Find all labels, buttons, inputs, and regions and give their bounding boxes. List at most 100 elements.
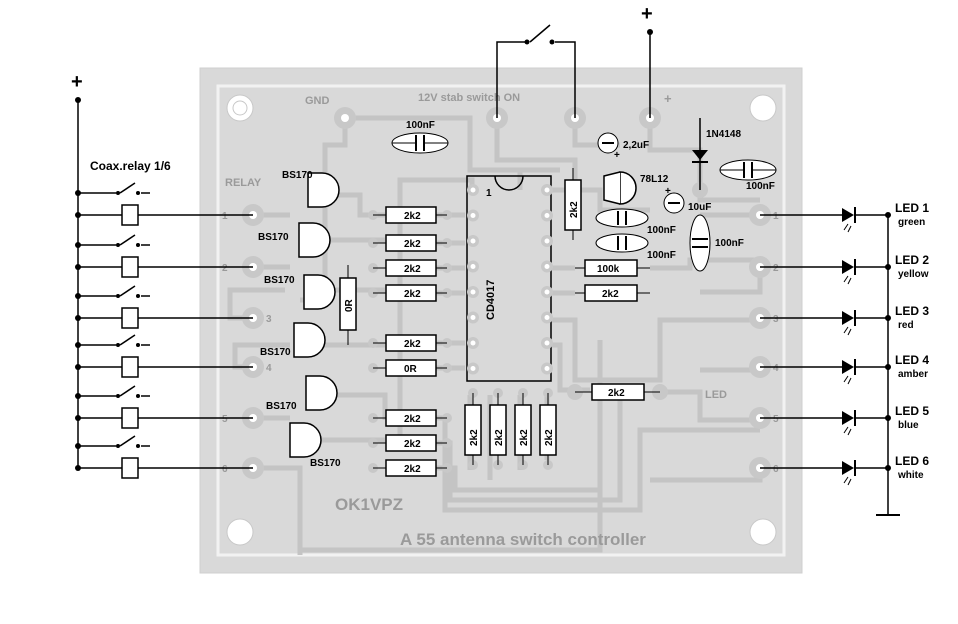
svg-text:1: 1 <box>773 211 779 222</box>
bottom-resistor: 2k2 <box>514 388 532 470</box>
led-diode <box>842 260 854 274</box>
svg-text:+: + <box>614 150 620 161</box>
gate-resistor-label: 2k2 <box>404 414 421 425</box>
c-mid2-label: 100nF <box>647 250 676 261</box>
transistor-bs170: BS170 <box>258 222 331 258</box>
led-diode <box>842 311 854 325</box>
svg-text:5: 5 <box>222 414 228 425</box>
ic-pins <box>467 184 553 375</box>
transistor-bs170: BS170 <box>264 274 336 310</box>
led-diode <box>842 208 854 222</box>
relay-coil <box>121 204 139 226</box>
c-top-label: 100nF <box>406 120 435 131</box>
gate-resistor-label: 2k2 <box>404 211 421 222</box>
ic-pin1-label: 1 <box>486 188 492 199</box>
transistor-label: BS170 <box>264 275 295 286</box>
plus-left-label: + <box>71 71 83 93</box>
gate-resistor: 2k2 <box>368 259 452 277</box>
led-color-label: red <box>898 320 914 331</box>
svg-text:3: 3 <box>266 314 272 325</box>
gate-resistor-label: 2k2 <box>404 464 421 475</box>
relay-row <box>75 385 253 429</box>
transistor-bs170: BS170 <box>289 422 341 469</box>
c-mid1-label: 100nF <box>647 225 676 236</box>
relay-row <box>75 285 253 329</box>
led-color-label: white <box>897 470 924 481</box>
resistor-100k <box>575 259 650 277</box>
gate-resistor-label: 2k2 <box>404 264 421 275</box>
led-label: LED 6 <box>895 454 929 468</box>
led-label: LED 2 <box>895 253 929 267</box>
gate-resistor: 2k2 <box>368 206 452 224</box>
switch-label: 12V stab switch ON <box>418 92 520 104</box>
relay-coil <box>121 256 139 278</box>
gate-resistor: 2k2 <box>368 434 452 452</box>
resistor-vert-0r <box>339 265 357 345</box>
author-label: OK1VPZ <box>335 495 403 514</box>
gate-resistor-label: 2k2 <box>404 339 421 350</box>
resistor-vert-0r-label: 0R <box>344 298 355 312</box>
bottom-resistor-label: 2k2 <box>544 429 555 446</box>
c-elec2-label: 10uF <box>688 202 711 213</box>
svg-text:2: 2 <box>222 263 228 274</box>
led-pad-numbers: 1 2 3 4 5 6 <box>773 211 779 475</box>
diode-1n4148 <box>692 150 708 160</box>
c-right-label: 100nF <box>746 181 775 192</box>
relay-board-label: RELAY <box>225 177 262 189</box>
transistor-label: BS170 <box>266 401 297 412</box>
transistor-label: BS170 <box>260 347 291 358</box>
svg-text:6: 6 <box>222 464 228 475</box>
led-diode <box>842 411 854 425</box>
relay-row <box>75 435 253 479</box>
relay-title: Coax.relay 1/6 <box>90 159 171 173</box>
c-big-label: 100nF <box>715 238 744 249</box>
resistor-mid <box>575 284 650 302</box>
svg-text:3: 3 <box>773 314 779 325</box>
power-switch <box>496 24 576 118</box>
led-color-label: blue <box>898 420 919 431</box>
resistor-led-label: 2k2 <box>608 388 625 399</box>
transistor-label: BS170 <box>258 232 289 243</box>
capacitor-c-mid1 <box>595 208 649 228</box>
transistor-label: BS170 <box>282 170 313 181</box>
resistor-mid-label: 2k2 <box>602 289 619 300</box>
transistor-bs170: BS170 <box>266 375 338 412</box>
gate-resistor: 2k2 <box>368 459 452 477</box>
c-elec1-label: 2,2uF <box>623 140 649 151</box>
board-title: A 55 antenna switch controller <box>400 530 646 549</box>
bottom-resistor-label: 2k2 <box>469 429 480 446</box>
led-diode <box>842 360 854 374</box>
gate-resistor: 2k2 <box>368 409 452 427</box>
resistor-vert-top <box>564 168 582 240</box>
capacitor-c-elec1: + <box>597 132 620 161</box>
bottom-resistor: 2k2 <box>539 388 557 470</box>
gate-resistor: 0R <box>368 359 452 377</box>
bottom-resistors: 2k2 2k2 2k2 2k2 <box>464 388 557 470</box>
capacitor-c-elec2: + <box>663 186 685 214</box>
capacitor-c-big <box>689 214 711 272</box>
svg-text:+: + <box>665 186 671 197</box>
gate-resistor-label: 2k2 <box>404 439 421 450</box>
gate-resistor: 2k2 <box>368 334 452 352</box>
relay-coil <box>121 356 139 378</box>
transistor-bs170: BS170 <box>260 322 326 358</box>
svg-text:2: 2 <box>773 263 779 274</box>
capacitor-c-mid2 <box>595 233 649 253</box>
led-color-label: green <box>898 217 925 228</box>
bottom-resistor: 2k2 <box>489 388 507 470</box>
transistor-label: BS170 <box>310 458 341 469</box>
gate-resistor: 2k2 <box>368 284 452 302</box>
regulator-78l12 <box>603 171 637 205</box>
mounting-holes <box>226 94 777 546</box>
plus-top-label: + <box>641 3 653 25</box>
resistor-led <box>575 383 660 401</box>
gnd-label: GND <box>305 95 330 107</box>
bottom-resistor: 2k2 <box>464 388 482 470</box>
